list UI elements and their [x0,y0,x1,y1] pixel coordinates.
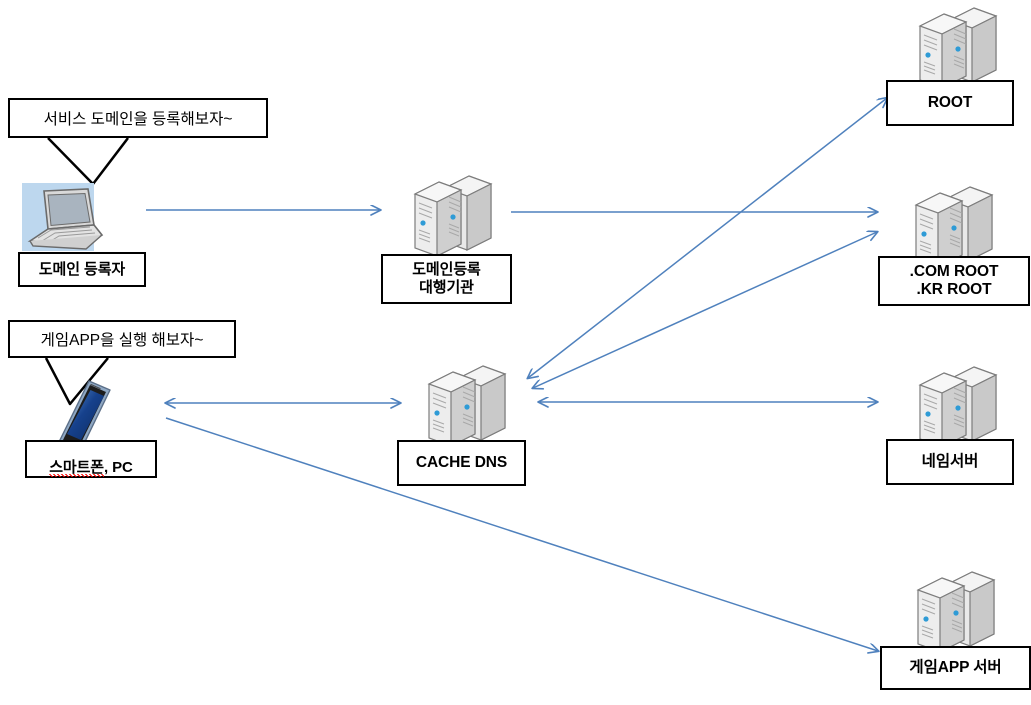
callout-game-app-text: 게임APP을 실행 해보자~ [40,332,204,349]
node-smartphone-pc-label-rest: , PC [104,459,133,476]
node-name-server-label-text: 네임서버 [921,452,979,470]
node-com-kr-root[interactable]: .COM ROOT .KR ROOT [878,183,1031,308]
callout-game-app-box: 게임APP을 실행 해보자~ [8,320,236,358]
node-cache-dns-label: CACHE DNS [397,440,526,486]
node-com-kr-root-label-text: .COM ROOT .KR ROOT [909,262,999,298]
node-name-server-label: 네임서버 [886,439,1014,485]
server-icon [900,183,996,269]
callout-domain-registrant-text: 서비스 도메인을 등록해보자~ [43,111,233,128]
node-root-label-text: ROOT [927,93,973,111]
node-smartphone-pc-label-misspelled: 스마트폰 [49,459,105,477]
node-cache-dns[interactable]: CACHE DNS [397,362,557,486]
server-icon [413,362,509,448]
node-domain-registrar-label-text: 도메인등록 대행기관 [412,261,481,296]
node-smartphone-pc-label-text: 스마트폰, PC [49,441,133,477]
node-smartphone-pc-label: 스마트폰, PC [25,440,157,478]
node-domain-registrant-label-text: 도메인 등록자 [38,260,126,278]
callout-domain-registrant: 서비스 도메인을 등록해보자~ [8,98,278,188]
node-root-label: ROOT [886,80,1014,126]
node-domain-registrant-label: 도메인 등록자 [18,252,146,287]
node-game-app-server[interactable]: 게임APP 서버 [880,568,1031,693]
node-smartphone-pc[interactable]: 스마트폰, PC [25,378,185,483]
smartphone-icon [58,380,111,453]
node-cache-dns-label-text: CACHE DNS [415,453,508,471]
node-root[interactable]: ROOT [886,4,1031,129]
node-domain-registrant[interactable]: 도메인 등록자 [18,183,168,291]
edge-cachedns-to-root [528,98,887,378]
node-domain-registrar-label: 도메인등록 대행기관 [381,254,512,304]
server-icon [399,172,495,258]
callout-domain-registrant-box: 서비스 도메인을 등록해보자~ [8,98,268,138]
server-icon [902,568,998,654]
node-game-app-server-label-text: 게임APP 서버 [909,658,1002,676]
node-com-kr-root-label: .COM ROOT .KR ROOT [878,256,1030,306]
server-icon [904,4,1000,90]
node-domain-registrar[interactable]: 도메인등록 대행기관 [381,172,541,304]
node-name-server[interactable]: 네임서버 [886,363,1031,488]
server-icon [904,363,1000,449]
laptop-icon [27,188,104,250]
edge-cachedns-to-com-kr-root [533,232,877,388]
node-game-app-server-label: 게임APP 서버 [880,646,1031,690]
